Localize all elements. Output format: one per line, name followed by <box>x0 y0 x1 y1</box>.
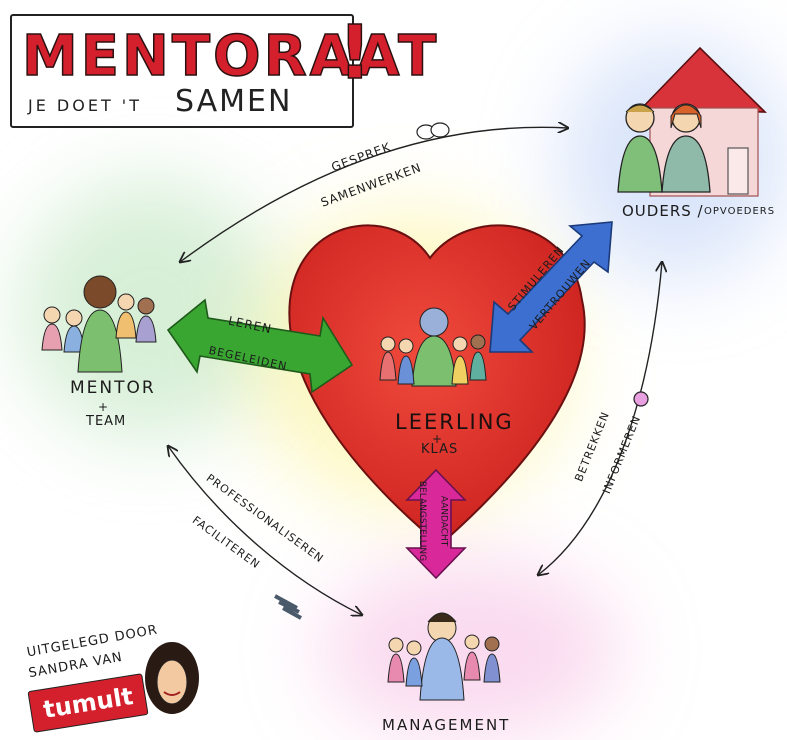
mentor-node-sub: TEAM <box>86 414 127 429</box>
arrow-ouders-management <box>538 262 662 575</box>
arrow-mentor-management <box>168 446 362 615</box>
mentor-node-label: MENTOR <box>70 378 156 398</box>
center-node-plus: + <box>432 432 443 446</box>
management-node-label: MANAGEMENT <box>382 716 511 734</box>
management-figures <box>387 612 501 701</box>
leerling-figures <box>379 307 487 387</box>
tumult-logo-text: tumult <box>41 682 135 724</box>
label-aandacht: AANDACHT <box>438 495 449 547</box>
arrow-mentor-leerling <box>166 298 354 394</box>
label-belangstelling: BELANGSTELLING <box>417 480 428 562</box>
title-main: MENTORAAT <box>21 23 440 90</box>
title-exclamation: ! <box>337 9 372 97</box>
mentor-figures <box>41 275 157 373</box>
house-roof <box>638 46 767 113</box>
arrow-mentor-ouders <box>180 127 568 262</box>
center-node-sub: KLAS <box>421 442 459 457</box>
arrow-management-leerling <box>405 468 467 580</box>
book-stack-icon <box>274 594 302 620</box>
speech-bubbles-icon <box>416 122 450 140</box>
info-bubble-icon <box>633 391 649 407</box>
author-portrait <box>145 642 199 714</box>
parents-figures <box>617 103 711 193</box>
title-sub-emphasis: SAMEN <box>175 84 293 119</box>
mentor-node-plus: + <box>98 400 109 414</box>
parents-node-label: OUDERS / <box>622 202 704 220</box>
house-door <box>727 147 749 195</box>
center-node-label: LEERLING <box>395 410 514 434</box>
arrow-ouders-leerling <box>489 221 613 353</box>
glow-pink <box>320 560 620 740</box>
title-sub-prefix: JE DOET 'T <box>28 96 142 115</box>
parents-node-sub: OPVOEDERS <box>704 206 776 217</box>
